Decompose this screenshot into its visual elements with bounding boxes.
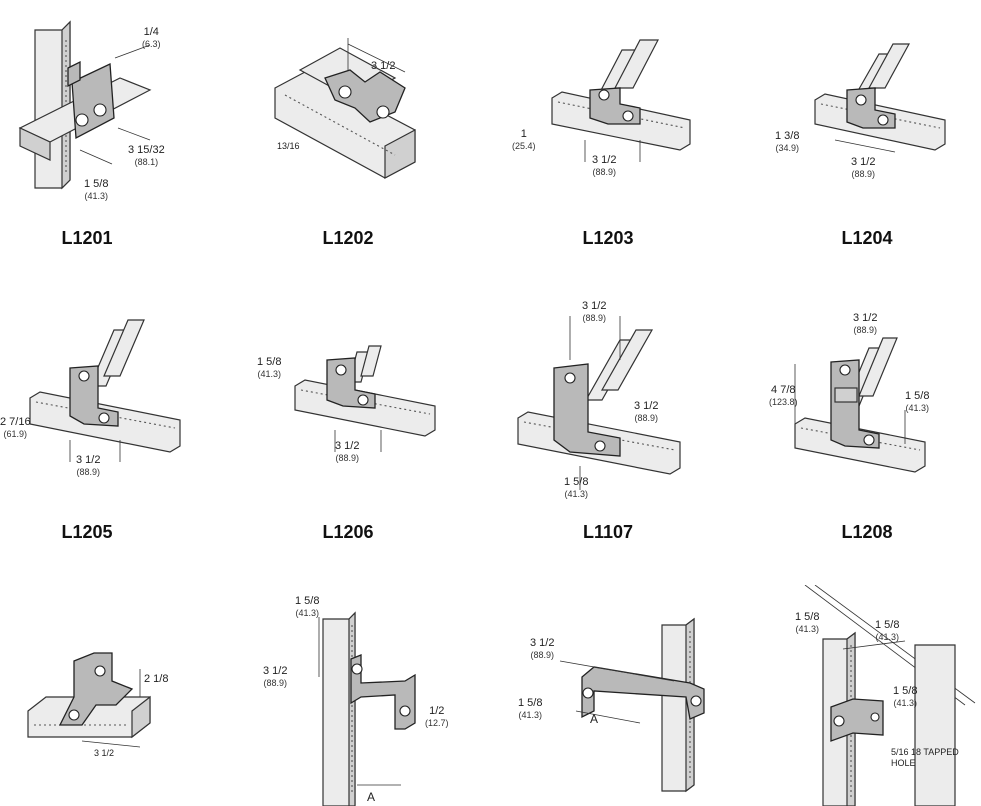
- dimension-callout: 1 5/8 (41.3): [295, 595, 320, 618]
- dimension-callout: 2 7/16 (61.9): [0, 416, 31, 439]
- fitting-illustration: [804, 585, 976, 806]
- fitting-l1107: 3 1/2 (88.9) 3 1/2 (88.9) 1 5/8 (41.3) L…: [490, 290, 735, 550]
- fitting-illustration: [814, 43, 946, 153]
- dimension-callout: 1 5/8 (41.3): [905, 390, 930, 413]
- part-number: L1206: [322, 522, 374, 542]
- fitting-illustration: [517, 316, 681, 490]
- dimension-callout: A: [590, 712, 599, 726]
- dimension-callout: 1 5/8 (41.3): [518, 697, 543, 720]
- fitting-l1203: 1 (25.4) 3 1/2 (88.9) L1203: [490, 0, 735, 260]
- dimension-callout: 1 5/8 (41.3): [84, 178, 109, 201]
- fitting-illustration: [794, 337, 926, 473]
- dimension-callout: 3 1/2 (88.9): [592, 154, 617, 177]
- fitting-illustration: [29, 319, 181, 462]
- dimension-callout: 3 1/2: [94, 748, 115, 758]
- dimension-callout: 3 1/2 (88.9): [76, 454, 101, 477]
- part-number: L1208: [841, 522, 893, 542]
- fitting-9: 2 1/8 3 1/2: [0, 585, 245, 806]
- dimension-callout: 4 7/8 (123.8): [769, 384, 798, 407]
- fitting-l1205: 2 7/16 (61.9) 3 1/2 (88.9) L1205: [0, 290, 245, 550]
- fitting-10: 1 5/8 (41.3) 3 1/2 (88.9) 1/2 (12.7) A: [245, 585, 490, 806]
- dimension-callout: 1 (25.4): [512, 128, 536, 151]
- fitting-l1201: 1/4 (6.3) 3 15/32 (88.1) 1 5/8 (41.3) L1…: [0, 0, 245, 260]
- part-number: L1201: [61, 228, 113, 248]
- dimension-callout: 3 1/2 (88.9): [530, 637, 555, 660]
- fitting-11: 3 1/2 (88.9) 1 5/8 (41.3) A: [490, 585, 735, 806]
- dimension-callout: 1 5/8 (41.3): [257, 356, 282, 379]
- dimension-callout: 1 3/8 (34.9): [775, 130, 800, 153]
- fitting-illustration: [559, 617, 705, 793]
- dimension-callout: 3 1/2 (88.9): [851, 156, 876, 179]
- part-number: L1203: [582, 228, 634, 248]
- dimension-callout: 13/16: [277, 141, 300, 151]
- fitting-illustration: [318, 611, 416, 806]
- dimension-callout: 3 1/2 (88.9): [634, 400, 659, 423]
- dimension-callout: 1 5/8 (41.3): [893, 685, 918, 708]
- dimension-callout: 3 15/32 (88.1): [128, 144, 165, 167]
- fitting-illustration: [18, 20, 152, 190]
- dimension-callout: 3 1/2 (88.9): [582, 300, 607, 323]
- dimension-callout: 1/2 (12.7): [425, 705, 449, 728]
- tapped-hole-note: 5/16 18 TAPPED HOLE: [891, 747, 959, 768]
- dimension-callout: 3 1/2 (88.9): [263, 665, 288, 688]
- part-number: L1205: [61, 522, 113, 542]
- fitting-illustration: [294, 345, 436, 452]
- fitting-illustration: [274, 38, 416, 179]
- dimension-callout: 1 5/8 (41.3): [564, 476, 589, 499]
- dimension-callout: 1 5/8 (41.3): [875, 619, 900, 642]
- part-number: L1204: [841, 228, 893, 248]
- part-number: L1202: [322, 228, 374, 248]
- fitting-l1204: 1 3/8 (34.9) 3 1/2 (88.9) L1204: [735, 0, 981, 260]
- fitting-l1202: 3 1/2 13/16 L1202: [245, 0, 490, 260]
- dimension-callout: 2 1/8: [144, 673, 169, 685]
- dimension-callout: A: [367, 790, 376, 804]
- dimension-callout: 3 1/2 (88.9): [335, 440, 360, 463]
- dimension-callout: 1/4 (6.3): [142, 26, 161, 49]
- fitting-l1206: 1 5/8 (41.3) 3 1/2 (88.9) L1206: [245, 290, 490, 550]
- fitting-illustration: [551, 39, 691, 162]
- fitting-illustration: [27, 652, 151, 748]
- fitting-12: 1 5/8 (41.3) 1 5/8 (41.3) 1 5/8 (41.3) 5…: [735, 585, 981, 806]
- dimension-callout: 1 5/8 (41.3): [795, 611, 820, 634]
- dimension-callout: 3 1/2 (88.9): [853, 312, 878, 335]
- part-number: L1107: [582, 522, 634, 542]
- dimension-callout: 3 1/2: [371, 60, 396, 72]
- fitting-l1208: 3 1/2 (88.9) 4 7/8 (123.8) 1 5/8 (41.3) …: [735, 290, 981, 550]
